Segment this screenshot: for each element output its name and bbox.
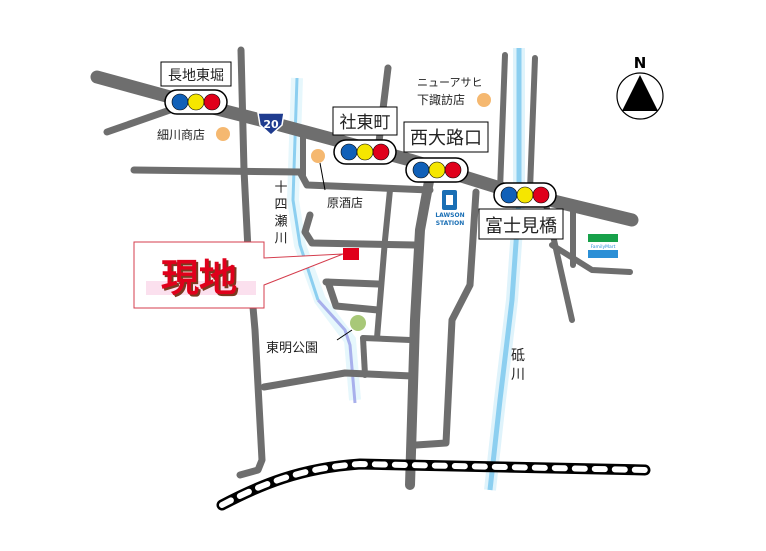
shop-hara-saketen: 原酒店 (327, 196, 363, 210)
railway (216, 458, 651, 511)
site-callout: 現地 (133, 241, 344, 309)
river-togawa-label: 砥 川 (511, 348, 525, 383)
svg-text:砥: 砥 (511, 348, 525, 364)
signal-nagachi-higashibori: 長地東堀 (160, 61, 232, 115)
intersection-label: 富士見橋 (485, 216, 557, 237)
river-juyonse-label: 十四瀬川 (272, 180, 288, 248)
park-marker (350, 315, 366, 331)
intersection-label: 社東町 (340, 113, 391, 133)
intersection-label: 長地東堀 (168, 68, 224, 84)
shop-marker (477, 93, 491, 107)
site-label: 現地 (161, 256, 237, 300)
shop-hosokawa: 細川商店 (157, 127, 205, 142)
shop-marker (216, 127, 230, 141)
svg-text:STATION: STATION (436, 220, 465, 227)
shop-marker (311, 149, 325, 163)
river-togawa (484, 48, 525, 491)
compass-label: N (634, 54, 647, 72)
intersection-label: 西大路口 (410, 128, 482, 149)
svg-text:FamilyMart: FamilyMart (591, 244, 616, 250)
site-marker (343, 248, 359, 260)
familymart-logo: FamilyMart (588, 234, 618, 258)
signal-nishiojiguchi: 西大路口 (403, 121, 489, 183)
signal-fujimibashi: 富士見橋 (478, 182, 564, 240)
lawson-station-logo: LAWSON STATION (435, 190, 465, 227)
svg-text:川: 川 (511, 367, 525, 383)
shop-newasahi-line1: ニューアサヒ (417, 76, 483, 89)
signal-yashiro-higashimachi: 社東町 (332, 106, 398, 165)
svg-text:LAWSON: LAWSON (435, 212, 464, 219)
north-compass-icon: N (616, 54, 664, 120)
route-20-shield: 20 (257, 112, 285, 137)
park-label: 東明公園 (266, 340, 318, 356)
route-number: 20 (263, 118, 279, 131)
shop-newasahi-line2: 下諏訪店 (417, 92, 465, 107)
